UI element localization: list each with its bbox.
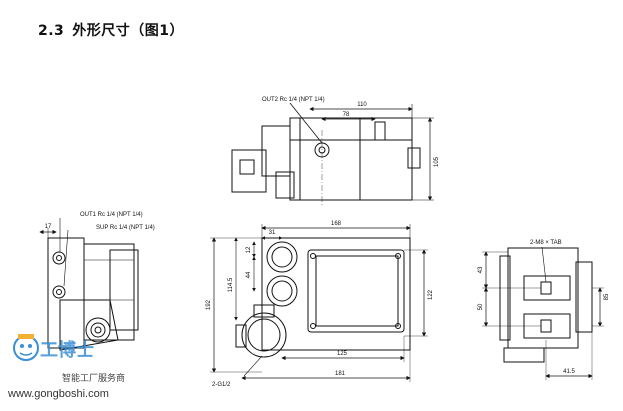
section-heading: 2.3 外形尺寸（图1） [38,20,184,40]
section-number: 2.3 [38,23,65,39]
top-view [231,102,434,205]
back-view-tab-label: 2-M8 × TAB [530,240,562,246]
front-view-gauge-2 [266,275,298,307]
side-view-dim-17: 17 [45,224,52,230]
section-title: 外形尺寸（图1） [72,23,185,39]
watermark-mascot-icon [13,335,39,361]
front-view-dim-12: 12 [246,246,252,253]
front-view-dim-122: 122 [428,289,434,300]
side-view-port2-label: SUP Rc 1/4 (NPT 1/4) [96,225,155,231]
top-view-dim-110: 110 [357,102,367,108]
front-view-port-label: 2-G1/2 [212,382,231,388]
front-view-dim-125: 125 [337,351,348,357]
front-view [210,224,428,382]
watermark-logo-text: 工博士 [40,340,94,361]
side-view-port-sup [52,285,66,299]
side-view [39,218,139,351]
front-view-dim-114-5: 114.5 [228,277,234,292]
front-view-dim-44: 44 [246,271,252,278]
back-view-body [507,247,579,349]
side-view-gauge [85,317,111,343]
back-view-dim-41-5: 41.5 [563,369,575,375]
top-view-port-label: OUT2 Rc 1/4 (NPT 1/4) [262,97,325,103]
front-view-gauge-1 [266,241,298,273]
watermark-logo [13,334,39,361]
front-view-dim-31: 31 [269,230,276,236]
back-view-tab-2 [540,319,552,333]
top-view-dim-78: 78 [343,112,350,118]
front-view-conduit [241,312,287,358]
back-view-dim-50: 50 [478,303,484,310]
front-view-dim-181: 181 [335,371,346,377]
front-view-dim-168: 168 [331,221,342,227]
side-view-port1-label: OUT1 Rc 1/4 (NPT 1/4) [80,212,143,218]
watermark-slogan: 智能工厂服务商 [62,374,126,384]
back-view-dim-85: 85 [604,293,610,300]
back-view [482,246,604,380]
side-view-port-out1 [52,251,66,265]
back-view-tab-1 [540,281,552,295]
top-view-body [289,117,413,201]
watermark-url: www.gongboshi.com [8,388,109,400]
front-view-dim-192: 192 [206,299,212,310]
back-view-dim-43: 43 [478,266,484,273]
top-view-dim-105: 105 [434,156,440,167]
front-view-body [261,237,411,351]
